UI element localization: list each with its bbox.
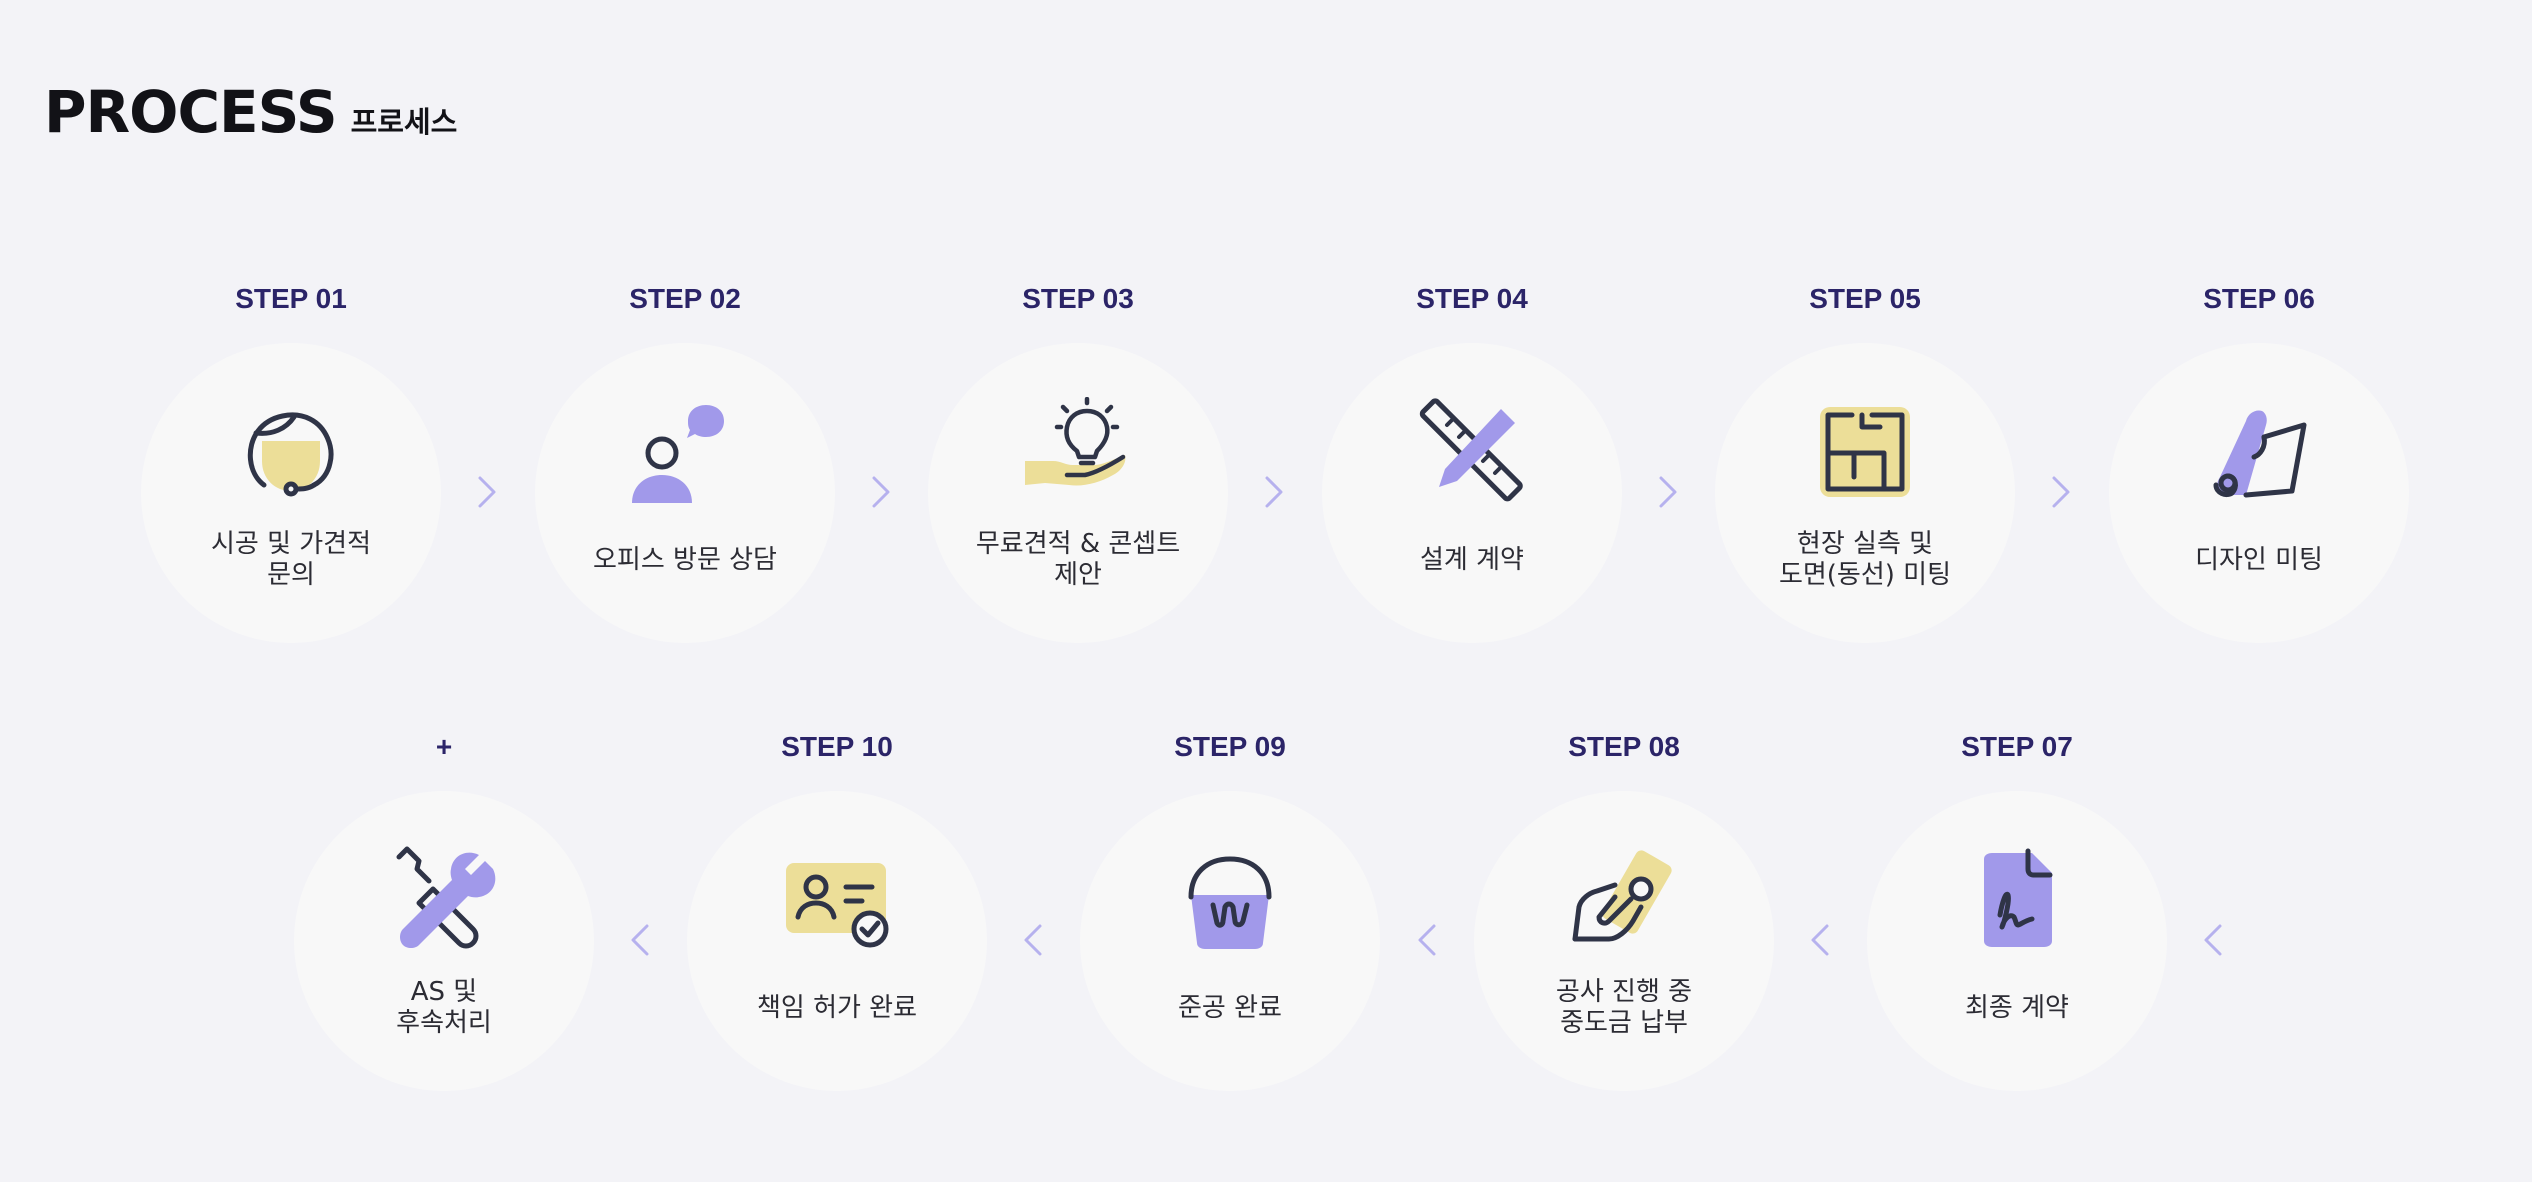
- chevron-left-icon: [1019, 920, 1047, 960]
- step-description: 설계 계약: [1322, 545, 1622, 576]
- step-description: 준공 완료: [1080, 993, 1380, 1024]
- chevron-right-icon: [2047, 472, 2075, 512]
- step-description: 책임 허가 완료: [687, 993, 987, 1024]
- chevron-left-icon: [1413, 920, 1441, 960]
- step-description-line: 중도금 납부: [1560, 1008, 1688, 1038]
- tools-icon: [389, 845, 499, 955]
- step-description-line: 설계 계약: [1420, 545, 1524, 575]
- chevron-right-icon: [1654, 472, 1682, 512]
- chevron-right-icon: [473, 472, 501, 512]
- step-circle: 디자인 미팅: [2109, 343, 2409, 643]
- step-label: STEP 04: [1416, 283, 1528, 314]
- page-title: PROCESS: [44, 78, 338, 146]
- paint-bucket-icon: [1175, 845, 1285, 955]
- step-06: STEP 06 디자인 미팅: [2109, 282, 2409, 643]
- step-09: STEP 09 준공 완료: [1080, 730, 1380, 1091]
- step-description: AS 및 후속처리: [294, 977, 594, 1039]
- step-circle: 설계 계약: [1322, 343, 1622, 643]
- step-plus: + AS 및 후속처리: [294, 730, 594, 1091]
- step-description: 최종 계약: [1867, 993, 2167, 1024]
- floor-plan-icon: [1810, 397, 1920, 507]
- step-description-line: 오피스 방문 상담: [593, 545, 777, 575]
- step-label: STEP 08: [1568, 731, 1680, 762]
- step-description-line: 제안: [1054, 560, 1102, 590]
- page-header: PROCESS 프로세스: [44, 78, 457, 146]
- step-01: STEP 01 시공 및 가견적 문의: [141, 282, 441, 643]
- step-description-line: 현장 실측 및: [1796, 529, 1934, 559]
- step-circle: 현장 실측 및 도면(동선) 미팅: [1715, 343, 2015, 643]
- headset-icon: [236, 397, 346, 507]
- step-circle: 책임 허가 완료: [687, 791, 987, 1091]
- step-description-line: 후속처리: [396, 1008, 492, 1038]
- step-07: STEP 07 최종 계약: [1867, 730, 2167, 1091]
- chevron-right-icon: [867, 472, 895, 512]
- step-10: STEP 10 책임 허가 완료: [687, 730, 987, 1091]
- step-label: STEP 05: [1809, 283, 1921, 314]
- payment-hand-icon: [1569, 845, 1679, 955]
- step-description: 오피스 방문 상담: [535, 545, 835, 576]
- step-circle: 공사 진행 중 중도금 납부: [1474, 791, 1774, 1091]
- step-description-line: 준공 완료: [1178, 993, 1282, 1023]
- step-label: STEP 03: [1022, 283, 1134, 314]
- step-description: 시공 및 가견적 문의: [141, 529, 441, 591]
- step-label: STEP 07: [1961, 731, 2073, 762]
- step-02: STEP 02 오피스 방문 상담: [535, 282, 835, 643]
- step-label: STEP 01: [235, 283, 347, 314]
- step-08: STEP 08 공사 진행 중 중도금 납부: [1474, 730, 1774, 1091]
- step-description: 공사 진행 중 중도금 납부: [1474, 977, 1774, 1039]
- step-description: 디자인 미팅: [2109, 545, 2409, 576]
- step-04: STEP 04 설계 계약: [1322, 282, 1622, 643]
- step-label: STEP 10: [781, 731, 893, 762]
- ruler-pencil-icon: [1417, 397, 1527, 507]
- step-circle: 준공 완료: [1080, 791, 1380, 1091]
- step-circle: 무료견적 & 콘셉트 제안: [928, 343, 1228, 643]
- step-circle: AS 및 후속처리: [294, 791, 594, 1091]
- consultation-icon: [630, 397, 740, 507]
- chevron-left-icon: [1806, 920, 1834, 960]
- step-description-line: 문의: [267, 560, 315, 590]
- step-description-line: 도면(동선) 미팅: [1778, 560, 1952, 590]
- step-circle: 오피스 방문 상담: [535, 343, 835, 643]
- page-subtitle: 프로세스: [350, 105, 458, 139]
- step-description-line: 공사 진행 중: [1555, 977, 1693, 1007]
- step-description-line: AS 및: [410, 977, 478, 1007]
- step-label: STEP 06: [2203, 283, 2315, 314]
- step-label: STEP 09: [1174, 731, 1286, 762]
- step-label: STEP 02: [629, 283, 741, 314]
- step-description-line: 디자인 미팅: [2195, 545, 2323, 575]
- step-description-line: 무료견적 & 콘셉트: [975, 529, 1181, 559]
- chevron-left-icon: [626, 920, 654, 960]
- step-description: 무료견적 & 콘셉트 제안: [928, 529, 1228, 591]
- step-description: 현장 실측 및 도면(동선) 미팅: [1715, 529, 2015, 591]
- chevron-left-icon: [2199, 920, 2227, 960]
- step-label: +: [435, 731, 453, 762]
- step-description-line: 시공 및 가견적: [210, 529, 372, 559]
- scroll-icon: [2204, 397, 2314, 507]
- step-description-line: 책임 허가 완료: [756, 993, 918, 1023]
- step-03: STEP 03 무료견적 & 콘셉트 제안: [928, 282, 1228, 643]
- signed-document-icon: [1962, 845, 2072, 955]
- idea-hand-icon: [1023, 397, 1133, 507]
- verified-id-icon: [782, 845, 892, 955]
- step-circle: 시공 및 가견적 문의: [141, 343, 441, 643]
- step-05: STEP 05 현장 실측 및 도면(동선) 미팅: [1715, 282, 2015, 643]
- step-circle: 최종 계약: [1867, 791, 2167, 1091]
- step-description-line: 최종 계약: [1965, 993, 2069, 1023]
- chevron-right-icon: [1260, 472, 1288, 512]
